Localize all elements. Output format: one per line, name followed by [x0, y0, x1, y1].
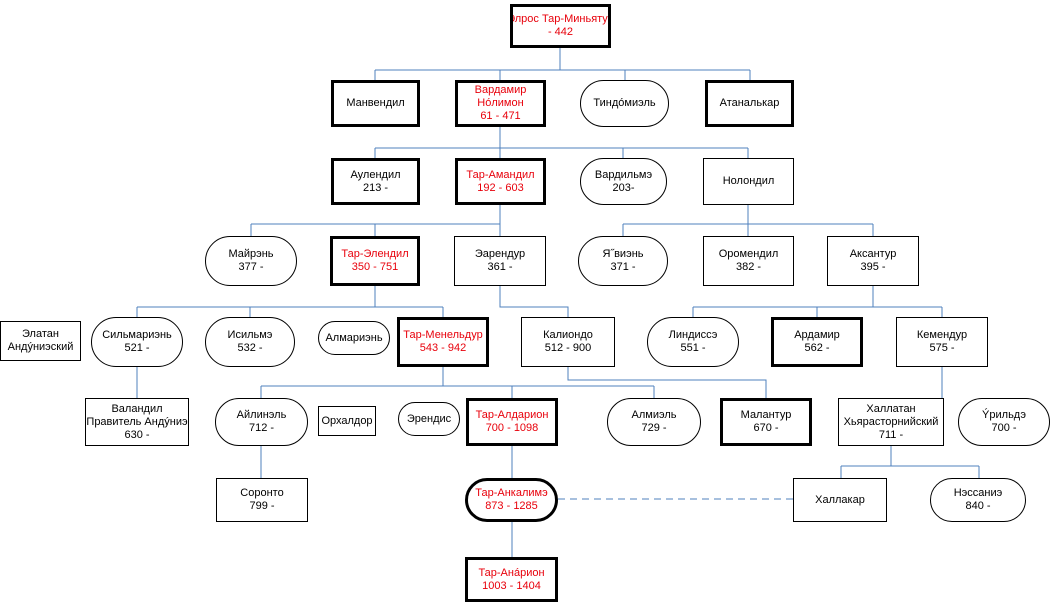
edge-tar-meneldur-children	[260, 367, 655, 398]
edge-khallatan-children	[840, 446, 980, 478]
person-box-khallakar: Халлакар	[793, 478, 887, 522]
edge-nolondil-children	[622, 205, 874, 236]
person-box-manvendil: Манвендил	[331, 80, 420, 127]
person-box-elros: Элрос Тар-Миньятур- 442	[510, 4, 611, 48]
edge-earendur-kaliondo	[499, 286, 569, 317]
edge-aksantur-children	[692, 286, 943, 317]
edge-elros-children	[374, 48, 751, 80]
person-box-atanalkar: Атаналькар	[705, 80, 794, 127]
edge-tar-elendil-children	[136, 286, 444, 317]
person-box-orkhaldor: Орхалдор	[318, 406, 376, 436]
person-box-erendis: Эрендис	[398, 402, 460, 436]
person-box-tindomiel: Тиндóмиэль	[580, 80, 669, 127]
edge-kaliondo-malantur	[567, 367, 767, 398]
edge-vardamir-children	[374, 125, 749, 158]
edge-tar-amandil-children	[250, 205, 501, 236]
person-box-almarien: Алмариэнь	[318, 321, 390, 355]
person-box-nolondil: Нолондил	[703, 158, 794, 205]
